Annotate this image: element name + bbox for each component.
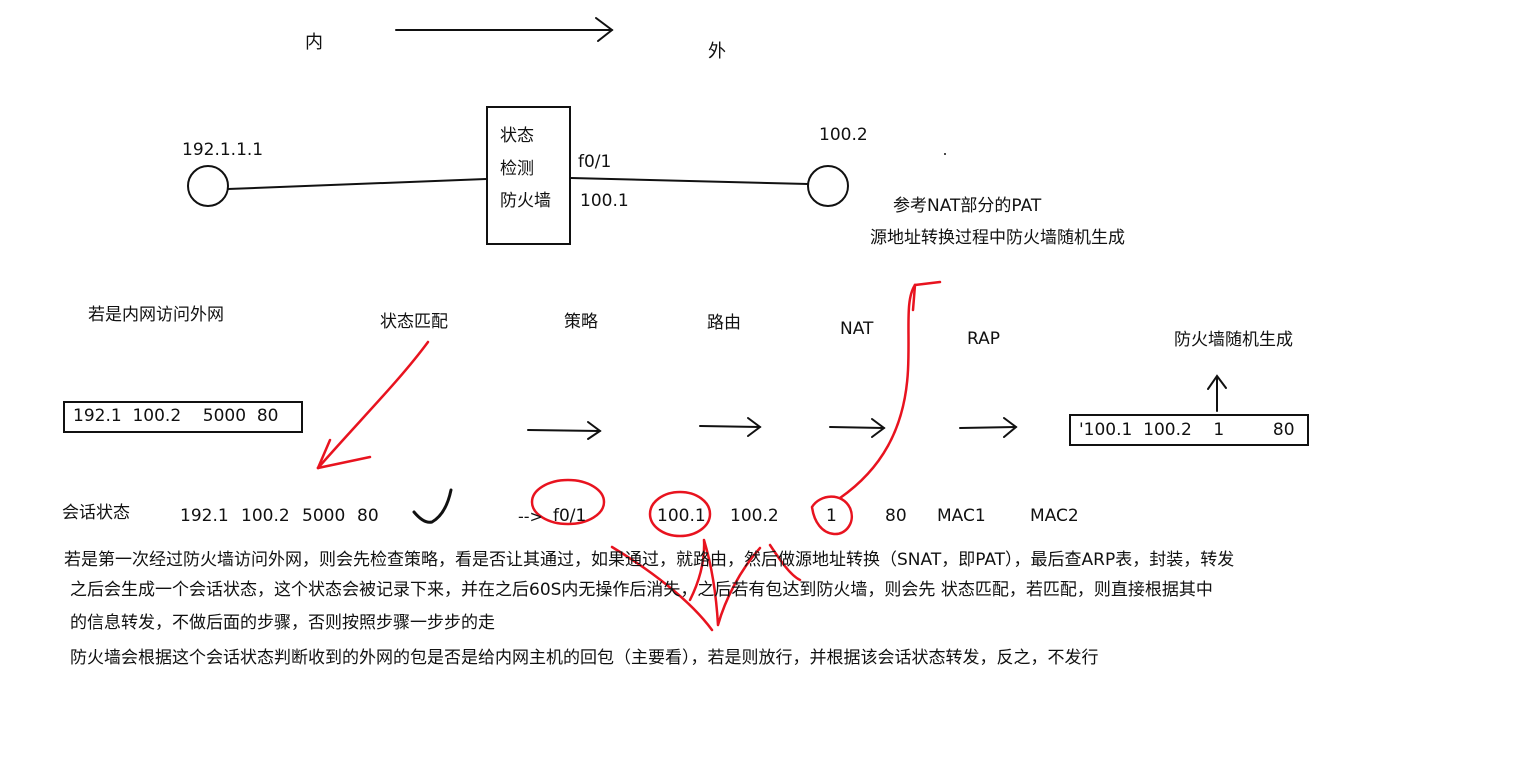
- packet-after: '100.1 100.2 1 80: [1079, 420, 1295, 440]
- session-mac2: MAC2: [1030, 506, 1079, 526]
- firewall-ip: 100.1: [580, 191, 629, 211]
- direction-arrow: [395, 17, 614, 42]
- firewall-line1: 状态: [500, 126, 534, 146]
- paragraph-2: 之后会生成一个会话状态，这个状态会被记录下来，并在之后60S内无操作后消失，之后…: [70, 580, 1213, 600]
- link-firewall-remote: [570, 177, 809, 185]
- session-remote-ip: 100.2: [730, 506, 779, 526]
- firewall-line2: 检测: [500, 159, 534, 179]
- label-outside: 外: [708, 41, 726, 62]
- check-mark: [412, 488, 453, 524]
- scenario-label: 若是内网访问外网: [88, 305, 224, 325]
- red-arrow-state-to-session: [316, 340, 430, 470]
- session-dst-ip: 100.2: [241, 506, 290, 526]
- step-state-match: 状态匹配: [380, 312, 448, 332]
- firewall-interface: f0/1: [578, 152, 612, 172]
- session-interface: f0/1: [553, 506, 587, 526]
- red-scribble: [610, 538, 802, 632]
- session-nat-port: 1: [826, 506, 837, 526]
- label-inside: 内: [305, 32, 323, 53]
- session-label: 会话状态: [62, 503, 130, 523]
- paragraph-4: 防火墙会根据这个会话状态判断收到的外网的包是否是给内网主机的回包（主要看），若是…: [70, 648, 1099, 668]
- firewall-box: [486, 106, 571, 245]
- session-mac1: MAC1: [937, 506, 986, 526]
- note-line1: 参考NAT部分的PAT: [893, 196, 1042, 216]
- red-arrow-port-to-note: [838, 283, 917, 500]
- packet-box-after: [1069, 414, 1309, 446]
- step-route: 路由: [707, 313, 741, 333]
- random-generated-label: 防火墙随机生成: [1174, 330, 1293, 350]
- stray-dot: [944, 153, 946, 155]
- session-nat-ip: 100.1: [657, 506, 706, 526]
- host-ip: 192.1.1.1: [182, 140, 264, 160]
- step-nat: NAT: [840, 319, 874, 339]
- step-rap: RAP: [967, 329, 1001, 349]
- link-host-firewall: [227, 178, 487, 190]
- note-line2: 源地址转换过程中防火墙随机生成: [870, 228, 1125, 248]
- paragraph-3: 的信息转发，不做后面的步骤，否则按照步骤一步步的走: [70, 613, 495, 633]
- firewall-line3: 防火墙: [500, 191, 551, 211]
- host-node: [187, 165, 229, 207]
- session-remote-port: 80: [885, 506, 907, 526]
- packet-box-before: [63, 401, 303, 433]
- session-arrow: -->: [518, 507, 543, 526]
- paragraph-1: 若是第一次经过防火墙访问外网，则会先检查策略，看是否让其通过，如果通过，就路由，…: [64, 550, 1235, 570]
- red-circle-natip: [648, 490, 712, 538]
- remote-ip: 100.2: [819, 125, 868, 145]
- red-circle-iface: [530, 478, 606, 526]
- red-annotations: [316, 280, 942, 632]
- remote-node: [807, 165, 849, 207]
- pipeline-arrows: [527, 374, 1227, 440]
- session-dst-port: 80: [357, 506, 379, 526]
- session-src-ip: 192.1: [180, 506, 229, 526]
- red-circle-port: [810, 495, 853, 536]
- step-policy: 策略: [564, 312, 598, 332]
- packet-before: 192.1 100.2 5000 80: [73, 406, 279, 426]
- session-src-port: 5000: [302, 506, 346, 526]
